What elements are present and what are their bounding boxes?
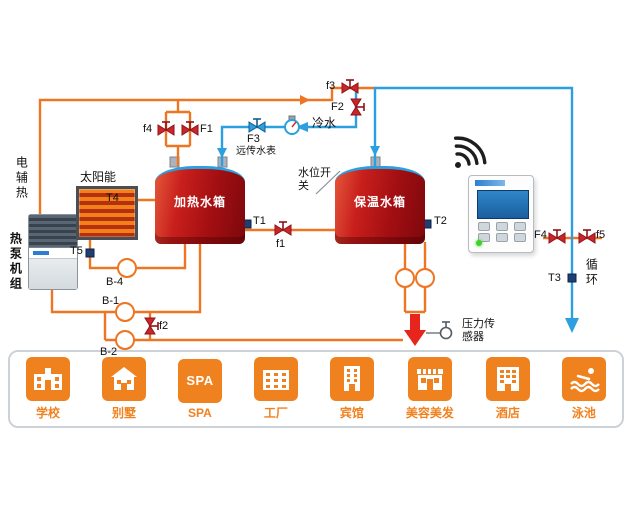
tank1-inlet-arrow <box>217 148 227 158</box>
app-item: 酒店 <box>485 357 530 421</box>
valve-f3-label: f3 <box>326 80 336 92</box>
hot-flow-arrow <box>300 95 310 105</box>
valve-F1-label: F1 <box>200 123 213 135</box>
heat-pump-unit <box>28 214 78 290</box>
pressure-sensor-label: 压力传感器 <box>462 318 495 344</box>
solar-label: 太阳能 <box>80 170 117 184</box>
sensor-T5 <box>85 248 95 258</box>
controller-led <box>476 240 482 246</box>
pump-B2-label: B-2 <box>100 346 118 358</box>
pump-tank-outlet-2 <box>415 268 435 288</box>
pumps <box>115 258 435 350</box>
controller-unit <box>468 175 534 253</box>
valve-F3-label: F3 <box>247 133 260 145</box>
app-item: 泳池 <box>561 357 606 421</box>
controller-button <box>478 222 490 231</box>
salon-icon <box>407 357 452 401</box>
pool-icon <box>561 357 606 401</box>
circulation-label: 循环 <box>584 258 599 288</box>
tank2-inlet-arrow <box>370 146 380 156</box>
valve-f1-label: f1 <box>276 238 286 250</box>
pump-B2 <box>115 330 135 350</box>
valve-f2 <box>144 317 159 335</box>
heat-pump-label: 热泵机组 <box>8 232 23 292</box>
controller-button <box>478 233 490 242</box>
water-meter-icon <box>284 115 300 135</box>
valve-F3 <box>248 118 266 133</box>
valve-f1 <box>274 221 292 236</box>
heating-tank: 加热水箱 <box>155 166 245 244</box>
app-item: SPA SPA <box>177 358 222 420</box>
sensor-T4-label: T4 <box>106 192 119 204</box>
controller-button <box>496 233 508 242</box>
valve-f5-label: f5 <box>596 229 606 241</box>
flow-arrows <box>217 95 579 346</box>
app-item: 学校 <box>25 357 70 421</box>
app-label: 酒店 <box>495 406 520 420</box>
pump-B4-label: B-4 <box>106 276 124 288</box>
water-level-switch-label: 水位开关 <box>298 167 331 193</box>
cold-inlet-arrow <box>296 122 308 132</box>
applications-panel: 学校 别墅 SPA SPA <box>8 350 624 428</box>
remote-water-meter-label: 远传水表 <box>236 146 276 157</box>
controller-button <box>496 222 508 231</box>
valve-F2-label: F2 <box>331 101 344 113</box>
valve-f3 <box>341 79 359 94</box>
sensor-T5-label: T5 <box>70 245 83 257</box>
app-label: 美容美发 <box>405 406 454 420</box>
sensor-T3 <box>567 273 577 283</box>
spa-icon-text: SPA <box>186 373 214 388</box>
sensor-T3-label: T3 <box>548 272 561 284</box>
app-label: 学校 <box>35 406 60 420</box>
spa-icon: SPA <box>177 358 222 403</box>
app-label: SPA <box>188 405 212 420</box>
solar-collector <box>76 186 138 240</box>
app-item: 工厂 <box>253 357 298 421</box>
valve-F4-label: F4 <box>534 229 547 241</box>
controller-screen <box>477 190 529 219</box>
pump-B1-label: B-1 <box>102 295 120 307</box>
app-label: 泳池 <box>571 406 596 420</box>
heat-pump-fan-grille <box>29 215 77 248</box>
villa-icon <box>101 357 146 401</box>
heat-pump-logo <box>33 251 49 255</box>
pump-B4 <box>117 258 137 278</box>
valve-f4-label: f4 <box>143 123 153 135</box>
school-icon <box>25 357 70 401</box>
pressure-sensor-icon <box>426 321 453 340</box>
heat-pump-cabinet <box>29 258 77 289</box>
pool-supply-arrow <box>565 318 579 333</box>
pump-tank-outlet-1 <box>395 268 415 288</box>
app-label: 别墅 <box>111 406 136 420</box>
app-item: 宾馆 <box>329 357 374 421</box>
heating-tank-label: 加热水箱 <box>173 195 226 209</box>
app-item: 别墅 <box>101 357 146 421</box>
valve-f2-label: f2 <box>159 320 169 332</box>
cold-water-label: 冷水 <box>312 116 337 130</box>
sensor-T2-label: T2 <box>434 215 447 227</box>
wifi-icon <box>453 136 487 168</box>
factory-icon <box>253 357 298 401</box>
controller-button <box>514 233 526 242</box>
sensor-T1-label: T1 <box>253 215 266 227</box>
app-label: 工厂 <box>263 406 288 420</box>
water-level-switch-lead <box>315 170 341 195</box>
storage-tank: 保温水箱 <box>335 166 425 244</box>
valve-F2 <box>350 98 365 116</box>
electric-aux-label: 电辅热 <box>14 156 29 201</box>
storage-tank-label: 保温水箱 <box>353 195 406 209</box>
controller-button <box>514 222 526 231</box>
restaurant-hotel-icon <box>485 357 530 401</box>
app-label: 宾馆 <box>339 406 364 420</box>
valve-f5 <box>578 229 596 244</box>
hot-outlet-arrow <box>404 314 426 346</box>
app-item: 美容美发 <box>406 357 454 421</box>
controller-logo <box>475 180 505 186</box>
valve-F4 <box>548 229 566 244</box>
hotel-icon <box>329 357 374 401</box>
